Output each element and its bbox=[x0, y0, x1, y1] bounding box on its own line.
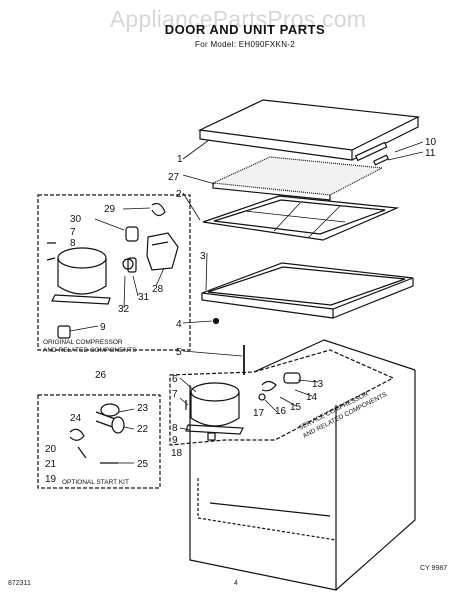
gasket bbox=[202, 195, 400, 241]
start-relay-icon bbox=[69, 428, 85, 441]
capacitor-icon bbox=[100, 403, 120, 417]
callout-labels: 1 27 2 3 4 5 6 7 8 9 10 11 13 14 15 16 1… bbox=[45, 137, 437, 485]
callout-7-original: 7 bbox=[70, 227, 76, 238]
callout-32: 32 bbox=[118, 304, 130, 315]
lid-latch-icon bbox=[373, 154, 389, 166]
callout-28: 28 bbox=[152, 284, 164, 295]
lid-hinge-icon bbox=[354, 141, 388, 162]
original-compressor-box bbox=[37, 194, 191, 351]
callout-1: 1 bbox=[177, 154, 183, 165]
callout-19: 19 bbox=[45, 474, 57, 485]
callout-29: 29 bbox=[104, 204, 116, 215]
callout-23: 23 bbox=[137, 403, 149, 414]
callout-2: 2 bbox=[176, 189, 182, 200]
callout-16: 16 bbox=[275, 406, 287, 417]
callout-22: 22 bbox=[137, 424, 149, 435]
callout-24: 24 bbox=[70, 413, 82, 424]
footer-part-number: 872311 bbox=[8, 580, 31, 587]
callout-8-original: 8 bbox=[70, 238, 76, 249]
lid bbox=[197, 99, 421, 166]
service-compressor-box bbox=[169, 349, 395, 446]
callout-13: 13 bbox=[312, 379, 324, 390]
callout-7: 7 bbox=[172, 389, 178, 400]
callout-21: 21 bbox=[45, 459, 57, 470]
callout-20: 20 bbox=[45, 444, 57, 455]
footer-page-number: 4 bbox=[234, 580, 238, 587]
callout-11: 11 bbox=[425, 148, 436, 159]
footer-code: CY 9987 bbox=[420, 565, 448, 572]
callout-15: 15 bbox=[290, 402, 302, 413]
page-title: DOOR AND UNIT PARTS bbox=[164, 22, 326, 37]
liner-edge bbox=[212, 183, 331, 201]
liner-panel bbox=[210, 156, 385, 196]
callout-9-original: 9 bbox=[100, 322, 106, 333]
cabinet-body bbox=[189, 339, 416, 591]
relay-cover-icon bbox=[146, 232, 179, 271]
callout-26: 26 bbox=[95, 370, 107, 381]
callout-27: 27 bbox=[168, 172, 180, 183]
start-kit-caption: OPTIONAL START KIT bbox=[62, 479, 129, 486]
callout-14: 14 bbox=[306, 392, 318, 403]
callout-3: 3 bbox=[200, 251, 206, 262]
start-kit-box bbox=[37, 394, 161, 489]
door-frame bbox=[201, 262, 414, 319]
compressor-icon bbox=[57, 247, 107, 269]
overload-icon bbox=[125, 226, 139, 242]
callout-5: 5 bbox=[176, 347, 182, 358]
model-subtitle: For Model: EH090FXKN-2 bbox=[195, 40, 295, 49]
watermark: AppliancePartsPros.com bbox=[109, 6, 367, 32]
grommet-icon bbox=[57, 325, 71, 339]
callout-25: 25 bbox=[137, 459, 149, 470]
callout-4: 4 bbox=[176, 319, 182, 330]
callout-6: 6 bbox=[172, 374, 178, 385]
callout-18: 18 bbox=[171, 448, 183, 459]
original-box-caption-2: AND RELATED COMPONENTS bbox=[43, 347, 137, 354]
callout-31: 31 bbox=[138, 292, 150, 303]
callout-8: 8 bbox=[172, 423, 178, 434]
original-box-caption-1: ORIGINAL COMPRESSOR bbox=[43, 339, 123, 346]
service-compressor-icon bbox=[190, 382, 240, 402]
callout-9: 9 bbox=[172, 435, 178, 446]
screw-icon bbox=[212, 317, 220, 325]
wire-clip-icon bbox=[151, 202, 166, 217]
leader-lines bbox=[69, 139, 424, 464]
callout-10: 10 bbox=[425, 137, 437, 148]
callout-30: 30 bbox=[70, 214, 82, 225]
callout-17: 17 bbox=[253, 408, 265, 419]
service-relay-icon bbox=[261, 380, 277, 392]
